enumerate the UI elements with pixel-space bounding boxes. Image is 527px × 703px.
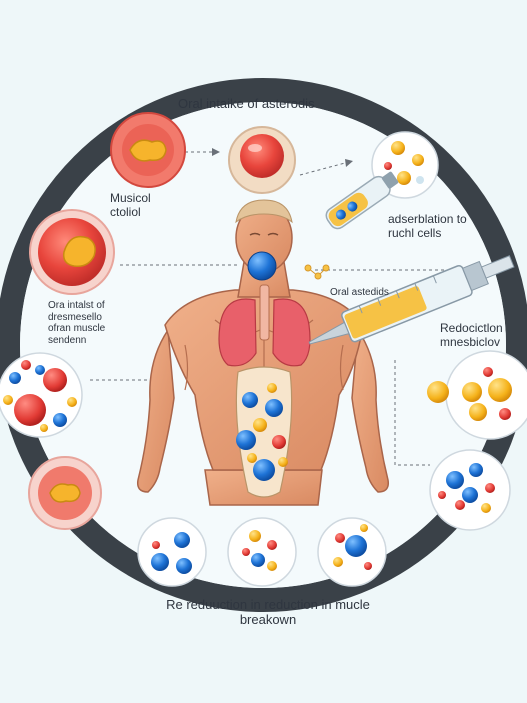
- molecule-icon: [427, 381, 449, 403]
- molecule-icon: [317, 517, 387, 587]
- molecule-icon: [137, 517, 207, 587]
- syringe-icon: [308, 255, 515, 345]
- oral-intake-label: Ora intalst of dresmesello ofran muscle …: [48, 300, 106, 346]
- bottom-caption: Re reduuction in reduction in mucle brea…: [166, 597, 370, 627]
- molecule-icon: [227, 517, 297, 587]
- lungs-icon: [218, 284, 311, 367]
- cell-icon: [29, 209, 115, 295]
- molecule-icon: [0, 352, 83, 438]
- molecule-icon: [429, 449, 511, 531]
- reduction-label: Redocictlon mnesbiclov: [440, 321, 503, 349]
- oral-steroids-label: Oral astedids: [330, 287, 389, 298]
- musical-cortisol-label: Musicol ctoliol: [110, 191, 151, 219]
- molecule-icon: [304, 264, 330, 280]
- arrow-icon: [90, 151, 470, 466]
- title-label: Oral intaike of asterodis: [178, 96, 315, 111]
- cell-icon: [28, 456, 102, 530]
- vial-icon: [325, 171, 399, 230]
- cell-icon: [228, 126, 296, 194]
- molecule-icon: [445, 350, 527, 440]
- body-icon: [136, 199, 390, 506]
- cell-icon: [110, 112, 186, 188]
- outer-ring: [0, 78, 527, 612]
- absorption-label: adserblation to ruchl cells: [388, 212, 467, 240]
